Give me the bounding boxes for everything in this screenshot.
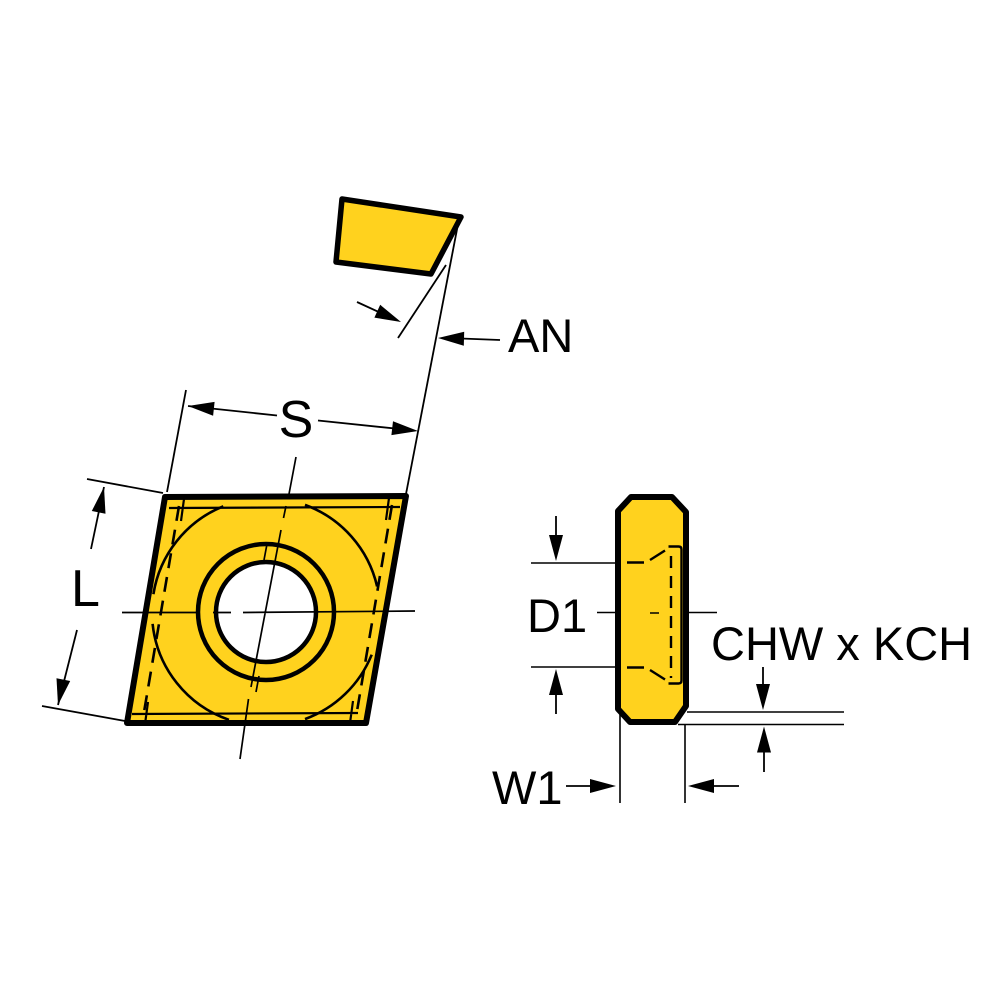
edge-land-lines [131,497,401,725]
label-s: S [279,391,314,449]
an-extension-line [405,218,460,495]
l-extension-line-top [86,478,164,494]
label-d1: D1 [527,589,587,642]
insert-top-view [122,456,416,760]
s-arrow-left [188,401,215,416]
an-arrow1-head [374,304,401,322]
w1-arrow-left-head [590,779,616,793]
label-chw-kch: CHW x KCH [711,617,972,670]
hidden-countersink-dashes [627,549,666,681]
insert-side-outline [615,494,689,725]
s-extension-line-left [166,389,187,493]
dimension-w1 [566,714,739,803]
label-w1: W1 [492,761,563,814]
dimension-kch [756,667,771,772]
l-arrow-bottom [56,678,71,705]
dimension-s [166,389,418,493]
kch-arrow-top-head [756,684,770,710]
dimension-l [41,478,164,722]
dimension-d1 [531,516,717,714]
insert-tip-body [333,196,464,277]
d1-center-line [597,611,717,614]
an-arrow2-head [438,331,465,346]
cutting-edge-detail [333,196,501,495]
l-arrow-top [91,487,106,514]
s-arrow-right [391,421,418,436]
kch-arrow-bottom-head [757,726,771,753]
w1-arrow-right-head [688,779,714,793]
label-an: AN [508,309,573,362]
insert-side-view [615,494,844,726]
dimension-labels: AN S L D1 CHW x KCH W1 [71,309,972,814]
l-extension-line-bottom [41,705,126,722]
chipbreaker-arcs [151,503,379,722]
an-arrow2-stem [460,337,501,341]
d1-arrow-bottom-head [549,669,563,695]
d1-arrow-top-head [549,535,563,561]
countersink-step-line [668,545,683,685]
label-l: L [71,560,100,618]
top-view-center-lines [122,456,416,760]
an-angle-leg-line [397,264,447,339]
